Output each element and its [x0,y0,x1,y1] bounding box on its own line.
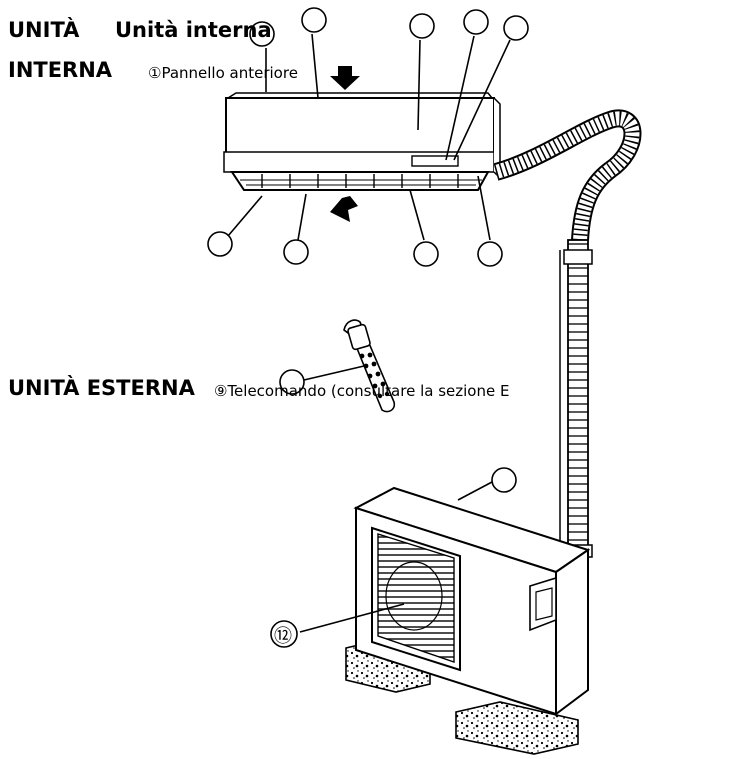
callout-circle [270,620,298,648]
callout-circle [491,467,517,493]
air-intake-arrow [330,66,360,90]
item-front-panel: ①Pannello anteriore [148,64,298,82]
callout-markers [207,7,529,648]
outdoor-unit [345,486,591,755]
callout-circle [413,241,439,267]
indoor-heading-line1: UNITÀ [8,18,80,42]
outdoor-heading: UNITÀ ESTERNA [8,376,195,400]
item-remote-control: ⑨Telecomando (consultare la sezione E [214,382,510,400]
indoor-title: Unità interna [115,18,272,42]
air-outlet-arrow [330,196,358,222]
callout-circle [301,7,327,33]
callout-circle [279,369,305,395]
callout-circle [207,231,233,257]
callout-circle [249,21,275,47]
callout-circle [503,15,529,41]
callout-circle [463,9,489,35]
remote-control [343,319,396,413]
indoor-heading-line2: INTERNA [8,58,113,82]
callout-circle [477,241,503,267]
indoor-unit [223,92,501,191]
callout-circle [283,239,309,265]
callout-label-12: ⑫ [274,626,292,647]
callout-circle [409,13,435,39]
